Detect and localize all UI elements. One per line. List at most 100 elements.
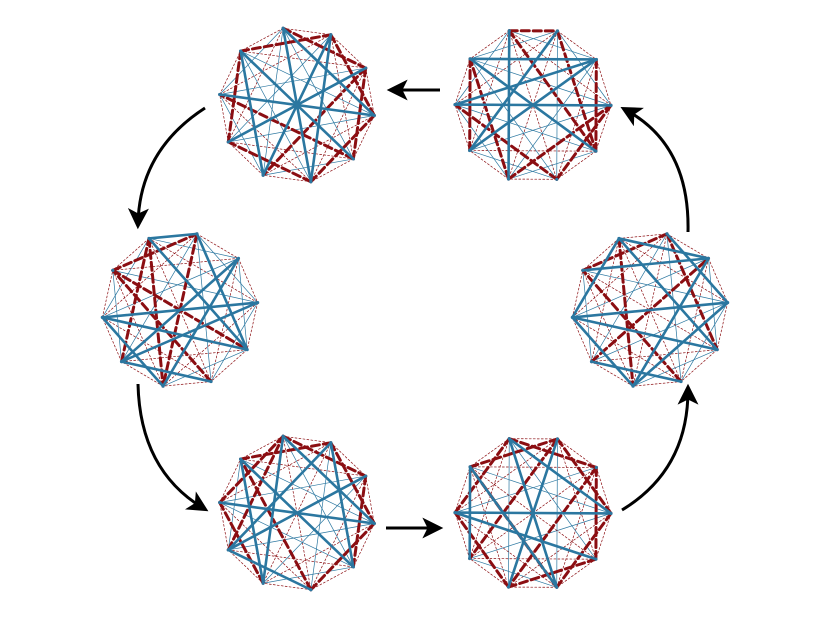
graph-node — [351, 565, 355, 569]
thin-dashed-edge — [162, 302, 258, 387]
graph-node — [281, 26, 285, 30]
graph-node — [329, 33, 333, 37]
thin-dashed-edge — [112, 258, 239, 271]
thin-dashed-edge — [582, 270, 634, 387]
graph-node — [111, 268, 115, 272]
graph-node — [468, 465, 472, 469]
thin-solid-edge — [454, 104, 597, 152]
graph-node — [239, 457, 243, 461]
heavy-solid-edge — [468, 465, 559, 589]
thin-dashed-edge — [716, 302, 729, 350]
graph-node — [218, 500, 222, 505]
graph-node — [594, 57, 598, 62]
thin-dashed-edge — [162, 381, 212, 387]
thin-dashed-edge — [282, 435, 332, 444]
thin-dashed-edge — [282, 27, 332, 36]
thin-dashed-edge — [454, 512, 558, 588]
heavy-solid-edge — [239, 49, 265, 177]
thin-dashed-edge — [469, 30, 510, 151]
thin-dashed-edge — [708, 258, 729, 303]
thin-dashed-edge — [219, 458, 241, 503]
graph-middle-left — [100, 232, 260, 388]
heavy-solid-edge — [665, 232, 729, 304]
graph-middle-right — [570, 232, 730, 388]
thin-dashed-edge — [262, 582, 312, 591]
graph-node — [261, 173, 265, 177]
heavy-dashed-edge — [329, 441, 376, 525]
graph-node — [453, 511, 457, 515]
thin-dashed-edge — [469, 558, 597, 560]
thin-dashed-edge — [112, 238, 150, 271]
heavy-dashed-edge — [453, 437, 511, 515]
graph-node — [239, 49, 243, 53]
arrow-bottom-right-to-middle-right — [621, 383, 699, 512]
thin-dashed-edge — [219, 94, 229, 143]
thin-dashed-edge — [353, 115, 375, 160]
graph-node — [281, 434, 285, 438]
heavy-dashed-edge — [351, 66, 368, 161]
thin-dashed-edge — [571, 317, 682, 382]
thin-dashed-edge — [666, 233, 709, 259]
thin-dashed-edge — [148, 238, 258, 303]
thin-dashed-edge — [101, 317, 122, 362]
thin-dashed-edge — [310, 158, 354, 183]
heavy-dashed-edge — [453, 511, 511, 589]
graph-node — [665, 232, 669, 236]
thin-dashed-edge — [227, 141, 264, 176]
graph-top-left — [218, 26, 376, 184]
graph-node — [364, 66, 368, 70]
thin-dashed-edge — [595, 59, 612, 106]
thin-solid-edge — [469, 150, 558, 180]
thin-dashed-edge — [310, 475, 367, 591]
heavy-solid-edge — [239, 457, 355, 569]
thin-solid-edge — [262, 566, 354, 584]
thin-dashed-edge — [557, 438, 597, 560]
thin-dashed-edge — [469, 438, 510, 559]
thin-dashed-edge — [210, 258, 239, 382]
thin-solid-edge — [219, 475, 367, 503]
graph-node — [617, 236, 621, 241]
heavy-solid-edge — [453, 511, 598, 561]
thin-dashed-edge — [240, 458, 367, 477]
thin-dashed-edge — [469, 30, 510, 60]
heavy-dashed-edge — [665, 232, 719, 352]
heavy-dashed-edge — [281, 434, 368, 478]
thin-dashed-edge — [680, 258, 709, 382]
thin-dashed-edge — [240, 435, 284, 460]
thin-dashed-edge — [618, 238, 729, 303]
thin-dashed-edge — [469, 466, 597, 468]
heavy-dashed-edge — [507, 103, 613, 181]
heavy-dashed-edge — [239, 441, 333, 461]
thin-dashed-edge — [454, 104, 471, 151]
thin-dashed-edge — [219, 502, 229, 551]
graph-node — [195, 232, 199, 236]
heavy-solid-edge — [453, 103, 613, 107]
thin-dashed-edge — [556, 59, 597, 180]
graph-node — [507, 29, 511, 33]
graph-node — [209, 379, 213, 384]
graph-node — [261, 581, 265, 585]
thin-dashed-edge — [112, 270, 164, 387]
thin-dashed-edge — [227, 27, 284, 143]
graph-node — [570, 315, 574, 319]
thin-dashed-edge — [227, 141, 354, 160]
thin-dashed-edge — [469, 438, 510, 468]
graph-node — [453, 103, 457, 107]
heavy-solid-edge — [120, 360, 213, 383]
heavy-solid-edge — [120, 301, 259, 363]
thin-dashed-edge — [353, 523, 375, 568]
graph-node — [468, 148, 472, 153]
heavy-dashed-edge — [351, 474, 368, 569]
graph-node — [506, 585, 511, 589]
thin-dashed-edge — [454, 438, 558, 513]
thin-dashed-edge — [262, 174, 312, 183]
heavy-solid-edge — [590, 360, 683, 383]
graph-node — [468, 556, 472, 561]
heavy-dashed-edge — [281, 26, 368, 70]
arrow-middle-right-to-top-right — [620, 106, 690, 233]
graph-node — [309, 588, 313, 592]
thin-dashed-edge — [557, 30, 597, 60]
thin-dashed-edge — [680, 349, 718, 382]
thin-dashed-edge — [454, 466, 471, 513]
